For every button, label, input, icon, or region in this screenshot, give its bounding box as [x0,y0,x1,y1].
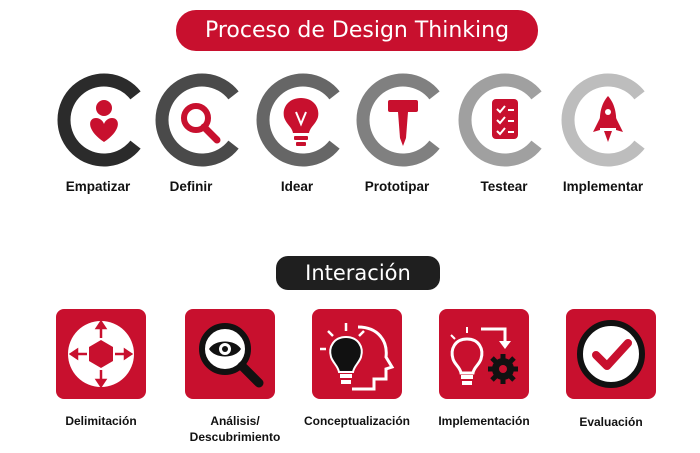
step-label-testear: Testear [480,179,528,194]
tool-tile-implementacion [439,309,529,399]
tool-tile-evaluacion [566,309,656,399]
hexagon-arrows-icon [68,319,134,389]
ring-arc [458,73,542,167]
head-lightbulb-icon [320,323,395,391]
checklist-icon [492,99,518,139]
lightbulb-gear-icon [450,327,518,385]
ring-arc [155,73,239,167]
step-ring-definir [155,73,239,167]
step-ring-empatizar [57,73,141,167]
section-title: Interación [276,256,440,290]
ring-arc [356,73,440,167]
step-label-prototipar: Prototipar [364,179,430,194]
tool-label-conceptualizacion: Conceptualización [303,414,410,428]
ring-arc [256,73,340,167]
ring-arc [561,73,645,167]
lightbulb-icon [283,98,319,146]
heart-person-icon [90,100,118,142]
tool-label-evaluacion: Evaluación [579,415,643,429]
step-label-idear: Idear [280,179,314,194]
tool-label-analisis: Análisis/ Descubrimiento [189,414,281,444]
check-circle-icon [577,320,645,388]
step-label-definir: Definir [169,179,213,194]
step-label-empatizar: Empatizar [65,179,131,194]
rocket-icon [593,96,623,142]
step-label-implementar: Implementar [562,179,644,194]
tool-label-implementacion: Implementación [438,414,530,428]
step-ring-idear [256,73,340,167]
ring-arc [57,73,141,167]
step-ring-testear [458,73,542,167]
tool-tile-conceptualizacion [312,309,402,399]
hammer-icon [388,100,418,146]
eye-magnifier-icon [199,323,264,388]
step-ring-implementar [561,73,645,167]
tool-tile-delimitacion [56,309,146,399]
page-title: Proceso de Design Thinking [176,10,538,51]
tool-label-delimitacion: Delimitación [65,414,137,428]
step-ring-prototipar [356,73,440,167]
process-rings [57,73,645,167]
magnifier-icon [181,103,221,144]
tool-tile-analisis [185,309,275,399]
